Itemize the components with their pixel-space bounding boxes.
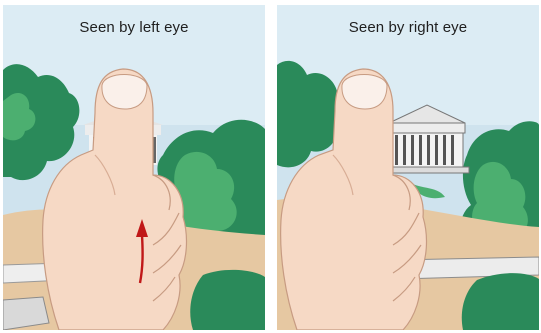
left-eye-scene <box>3 5 265 330</box>
right-eye-panel: Seen by right eye <box>277 5 539 330</box>
left-eye-panel: Seen by left eye <box>3 5 265 330</box>
panel-title: Seen by right eye <box>277 19 539 36</box>
panel-title: Seen by left eye <box>3 19 265 36</box>
right-eye-scene <box>277 5 539 330</box>
foreground-bush <box>190 270 265 330</box>
